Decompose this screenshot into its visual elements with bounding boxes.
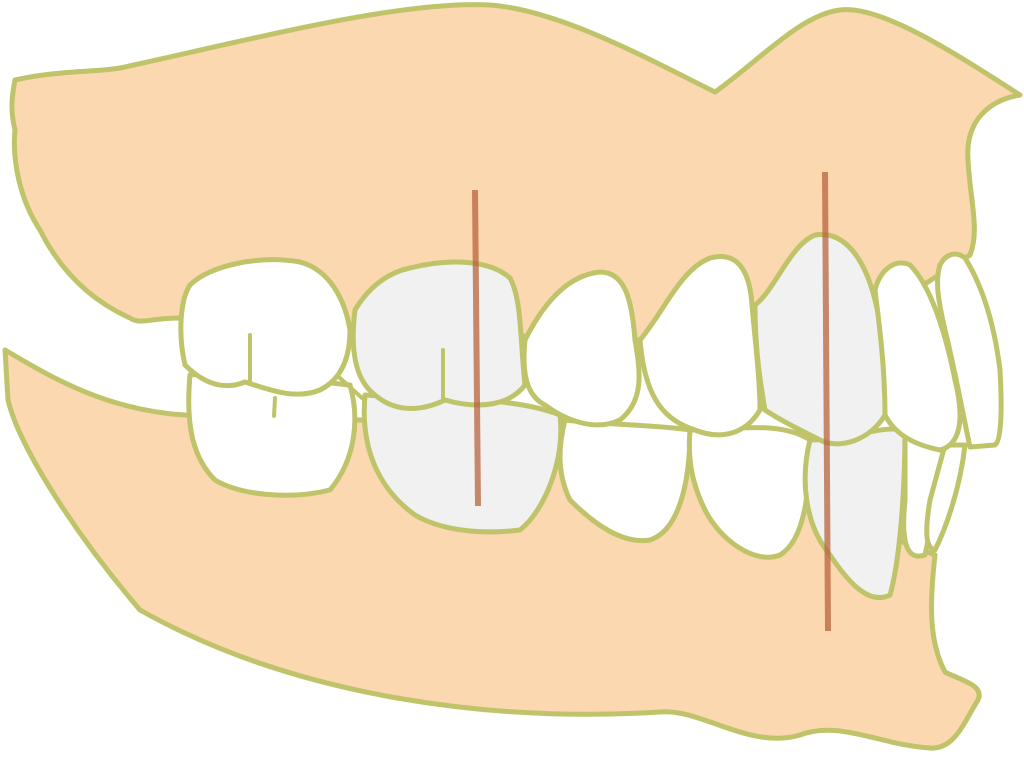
interdental-gap	[338, 376, 364, 400]
upper-premolar-2	[521, 269, 642, 428]
upper-incisor-1	[935, 251, 1004, 450]
lower-premolar-1	[686, 425, 813, 560]
lower-canine	[802, 426, 908, 601]
upper-molar-2	[178, 257, 353, 397]
canine-axis-line	[822, 171, 831, 632]
upper-molar-1	[350, 259, 528, 411]
upper-incisor-2	[872, 260, 963, 453]
molar-axis-line	[472, 189, 481, 507]
lower-incisor-1	[924, 442, 968, 553]
lower-premolar-2	[557, 417, 693, 544]
molar-groove	[272, 396, 277, 418]
upper-gum	[9, 2, 1023, 343]
